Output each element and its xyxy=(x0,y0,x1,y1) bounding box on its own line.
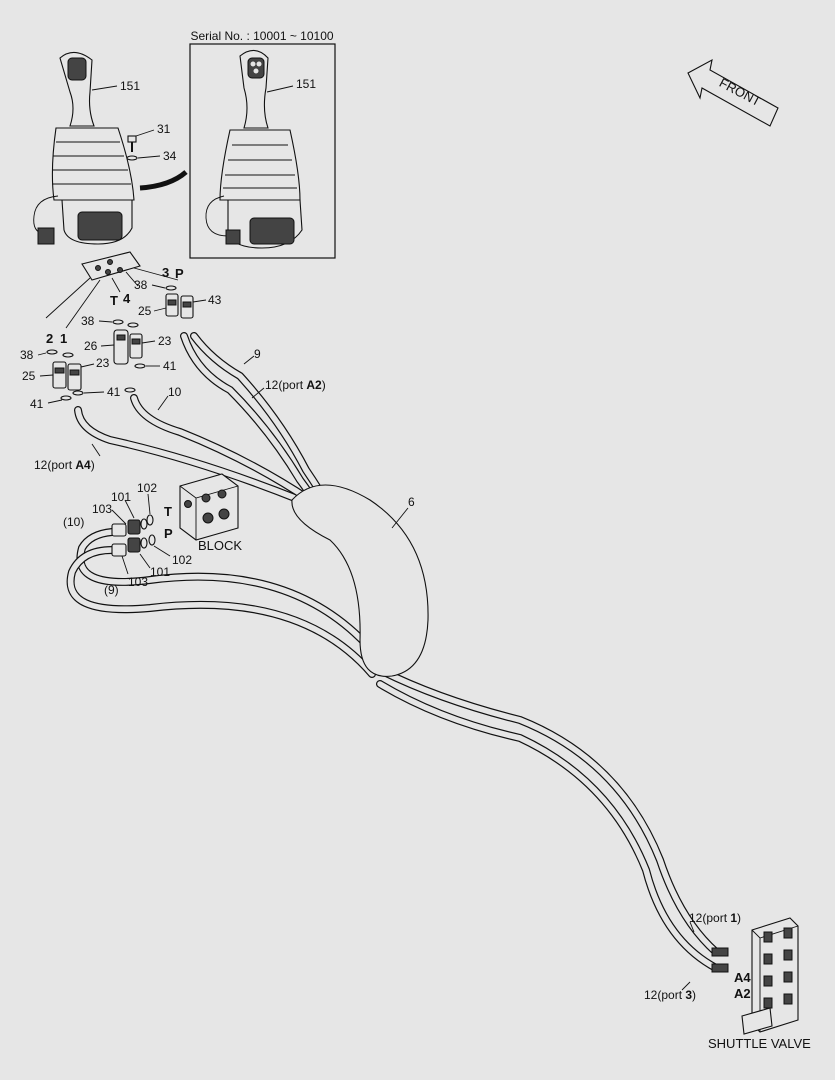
part-number-34: 34 xyxy=(163,149,177,163)
part-number-31: 31 xyxy=(157,122,171,136)
bolt-31-drawing xyxy=(126,135,138,161)
part-number-102-bot: 102 xyxy=(172,553,192,567)
leader-151-main xyxy=(91,85,118,91)
part-number-103-top: 103 xyxy=(92,502,112,516)
block-label: BLOCK xyxy=(198,538,242,553)
hose-label-port-a4: 12(port A4) xyxy=(34,458,95,472)
part-number-10-paren: (10) xyxy=(63,515,84,529)
protective-sleeve-6 xyxy=(291,484,429,677)
port-label-p-block: P xyxy=(164,526,173,541)
fitting-25-top-drawing xyxy=(165,293,194,319)
part-number-102-top: 102 xyxy=(137,481,157,495)
part-number-23-right: 23 xyxy=(158,334,172,348)
mounting-plate-drawing xyxy=(81,251,141,281)
hose-bundle xyxy=(66,332,720,972)
part-number-9-paren: (9) xyxy=(104,583,119,597)
part-number-38-left: 38 xyxy=(20,348,34,362)
part-number-25-top: 25 xyxy=(138,304,152,318)
part-number-9: 9 xyxy=(254,347,261,361)
block-fittings-drawing xyxy=(111,514,156,557)
part-number-38-mid: 38 xyxy=(81,314,95,328)
main-joystick-drawing xyxy=(33,51,135,245)
part-number-25-left: 25 xyxy=(22,369,36,383)
port-label-a2: A2 xyxy=(734,986,751,1001)
part-number-10: 10 xyxy=(168,385,182,399)
part-number-151-main: 151 xyxy=(120,79,140,93)
serial-number-label: Serial No. : 10001 ~ 10100 xyxy=(190,29,333,43)
port-label-a4: A4 xyxy=(734,970,751,985)
port-label-t-upper: T xyxy=(110,293,118,308)
fitting-26-drawing xyxy=(113,329,143,365)
part-number-151-inset: 151 xyxy=(296,77,316,91)
part-number-101-top: 101 xyxy=(111,490,131,504)
part-number-41-mid: 41 xyxy=(107,385,121,399)
block-drawing xyxy=(179,473,239,541)
part-number-6: 6 xyxy=(408,495,415,509)
shuttle-valve-drawing xyxy=(711,917,799,1035)
part-number-41-right: 41 xyxy=(163,359,177,373)
leader-151-inset xyxy=(266,85,294,93)
part-number-26: 26 xyxy=(84,339,98,353)
port-label-t-block: T xyxy=(164,504,172,519)
shuttle-valve-label: SHUTTLE VALVE xyxy=(708,1036,811,1051)
part-number-101-bot: 101 xyxy=(150,565,170,579)
part-number-103-bot: 103 xyxy=(128,575,148,589)
part-number-38-top: 38 xyxy=(134,278,148,292)
front-arrow-icon xyxy=(687,58,779,127)
fitting-25-left-drawing xyxy=(52,361,82,391)
hose-label-port-1: 12(port 1) xyxy=(689,911,741,925)
part-number-43: 43 xyxy=(208,293,222,307)
port-label-3: 3 xyxy=(162,265,169,280)
port-label-2: 2 xyxy=(46,331,53,346)
hose-label-port-a2: 12(port A2) xyxy=(265,378,326,392)
port-bracket-lines xyxy=(45,267,179,329)
port-label-p-upper: P xyxy=(175,266,184,281)
inset-joystick-drawing xyxy=(205,49,303,249)
port-label-4: 4 xyxy=(123,291,131,306)
hose-label-port-3: 12(port 3) xyxy=(644,988,696,1002)
port-label-1: 1 xyxy=(60,331,67,346)
swap-arrow-icon xyxy=(139,170,188,191)
part-number-41-left: 41 xyxy=(30,397,44,411)
part-number-23-left: 23 xyxy=(96,356,110,370)
